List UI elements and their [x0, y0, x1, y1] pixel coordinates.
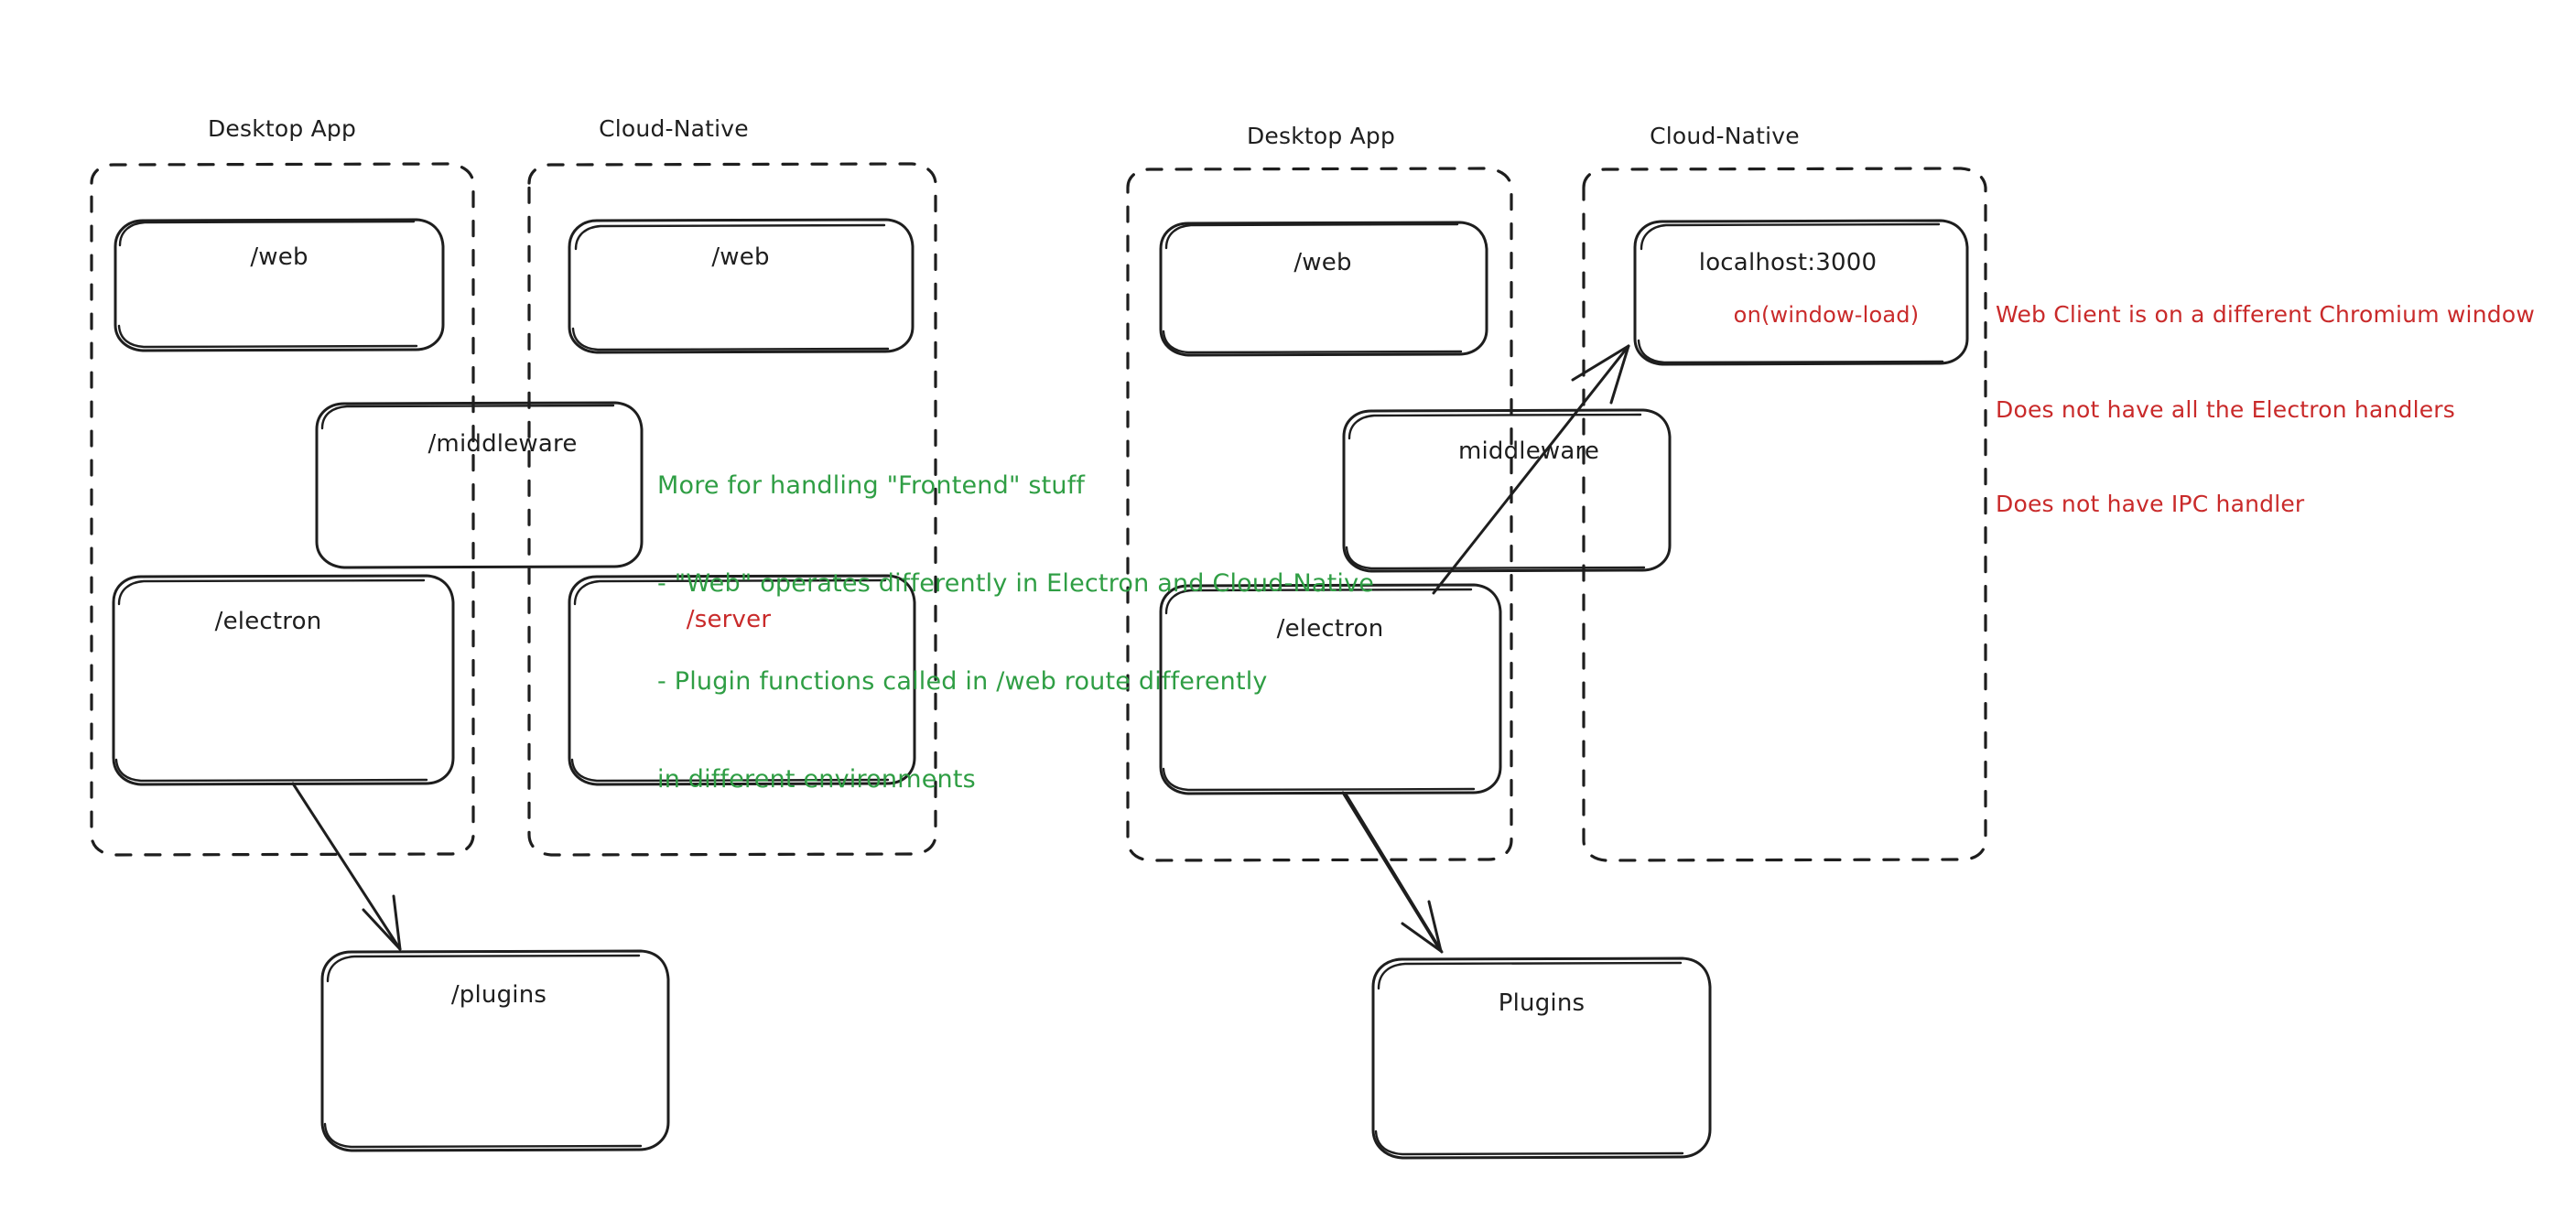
- left-cloud-web-label: /web: [711, 243, 770, 271]
- right-plugins-label: Plugins: [1498, 989, 1586, 1017]
- left-plugins-box: [320, 949, 670, 1152]
- green-note-line-1: More for handling "Frontend" stuff: [657, 471, 1086, 501]
- left-green-note: More for handling "Frontend" stuff - "We…: [657, 405, 1374, 828]
- right-electron-label: /electron: [1276, 615, 1384, 643]
- right-electron-to-plugins-arrow: [1341, 791, 1444, 954]
- right-plugins-box: [1371, 956, 1712, 1160]
- right-electron-to-localhost-arrow: [1432, 344, 1630, 595]
- right-middleware-label: middleware: [1457, 438, 1600, 465]
- left-desktop-web-box: [114, 218, 445, 352]
- green-note-line-4: in different environments: [657, 764, 976, 794]
- right-red-note: Web Client is on a different Chromium wi…: [1996, 236, 2535, 552]
- left-electron-label: /electron: [214, 608, 322, 635]
- left-cloud-web-box: [568, 218, 915, 354]
- right-web-label: /web: [1293, 249, 1352, 276]
- right-desktop-electron-box: [1159, 583, 1502, 795]
- right-localhost-sublabel: on(window-load): [1733, 302, 1920, 328]
- red-note-line-2: Does not have all the Electron handlers: [1996, 395, 2456, 423]
- left-cloud-native-title: Cloud-Native: [599, 115, 749, 142]
- left-electron-to-plugins-arrow: [291, 782, 402, 951]
- right-desktop-app-title: Desktop App: [1246, 123, 1396, 149]
- right-desktop-web-box: [1159, 221, 1488, 357]
- right-localhost-label: localhost:3000: [1698, 249, 1878, 276]
- left-desktop-web-label: /web: [250, 243, 308, 271]
- left-desktop-electron-box: [112, 574, 455, 786]
- left-cloud-server-box: [568, 574, 916, 786]
- right-cloud-native-container: [1582, 167, 1987, 862]
- red-note-line-1: Web Client is on a different Chromium wi…: [1996, 301, 2535, 328]
- green-note-line-2: - "Web" operates differently in Electron…: [657, 569, 1375, 599]
- left-plugins-label: /plugins: [450, 981, 547, 1009]
- right-cloud-native-title: Cloud-Native: [1650, 123, 1800, 149]
- left-desktop-app-container: [90, 162, 475, 857]
- left-middleware-label: /middleware: [428, 430, 578, 458]
- right-localhost-box: [1633, 219, 1969, 366]
- left-server-label: /server: [686, 606, 772, 633]
- right-desktop-app-container: [1126, 167, 1513, 862]
- left-middleware-box: [315, 401, 644, 569]
- left-desktop-app-title: Desktop App: [207, 115, 357, 142]
- red-note-line-3: Does not have IPC handler: [1996, 491, 2305, 517]
- green-note-line-3: - Plugin functions called in /web route …: [657, 667, 1268, 696]
- right-middleware-box: [1342, 408, 1672, 573]
